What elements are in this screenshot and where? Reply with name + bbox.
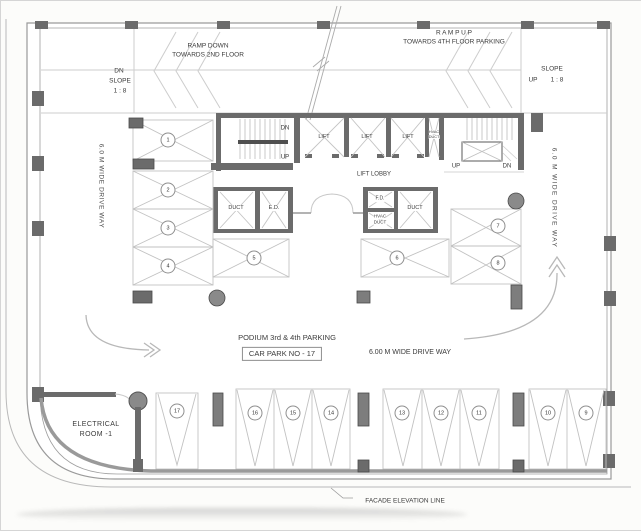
slope-left-ratio: 1 : 8 [113,87,127,95]
stall-number-7: 7 [490,218,506,234]
stair-left-up: UP [280,154,290,161]
lift-1-label: LIFT [318,133,330,140]
slope-right-ratio: 1 : 8 [550,76,564,84]
stall-number-10: 10 [540,405,556,421]
stall-number-17: 17 [169,403,185,419]
electrical-room-line1: ELECTRICAL [72,421,120,429]
lift-2-label: LIFT [361,133,373,140]
core-walls [211,113,543,233]
stall-number-15: 15 [285,405,301,421]
ramp-up-label-line1: R A M P U P [435,29,473,37]
slope-left-dn: DN [114,67,124,75]
direction-arrows [85,255,566,358]
stall-number-5: 5 [246,250,262,266]
stall-number-11: 11 [471,405,487,421]
arrow-right-head [143,342,162,358]
ramp-up-label-line2: TOWARDS 4TH FLOOR PARKING [403,38,505,46]
stall-number-2: 2 [160,182,176,198]
columns [128,117,525,473]
duct-right-label: DUCT [407,204,423,212]
stair-right-up: UP [451,163,461,170]
ramp-down-chevrons [153,31,221,109]
arrow-right-tail [85,314,150,351]
stall-number-14: 14 [323,405,339,421]
slope-right-up: UP [528,76,538,84]
lobby-doors [293,193,363,214]
stair-right-dn: DN [502,163,512,170]
driveway-bottom-label: 6.00 M WIDE DRIVE WAY [368,349,452,357]
fd-label: F.D. [375,195,385,202]
stair-left [238,119,288,159]
stall-number-4: 4 [160,258,176,274]
facade-leader-line [330,487,353,499]
electrical-room [41,391,148,472]
ramp-area [41,28,607,114]
arrow-up-tail [463,272,558,340]
stall-number-8: 8 [490,255,506,271]
electrical-room-line2: ROOM -1 [79,431,113,439]
driveway-right-label: 6.0 M WIDE DRIVE WAY [550,147,558,249]
hvac-duct-label-line1: HVAC [373,213,387,220]
arrow-up-head [548,255,566,278]
paper-shadow [17,508,467,521]
stall-number-1: 1 [160,132,176,148]
ramp-down-label-line1: RAMP DOWN [187,42,229,50]
hvac-duct-label-line2: DUCT [373,219,387,226]
stall-number-9: 9 [578,405,594,421]
slope-left-label: SLOPE [109,77,131,85]
shaft-crosses [219,117,440,229]
car-park-no-label: CAR PARK NO - 17 [241,346,323,362]
stair-left-dn: DN [280,125,290,132]
stall-number-3: 3 [160,220,176,236]
ramp-down-label-line2: TOWARDS 2ND FLOOR [172,51,244,59]
hvac-duct-top-line2: DUCT [428,134,440,140]
lift-3-label: LIFT [402,133,414,140]
ed-label: E.D. [268,204,280,212]
section-line [305,5,342,121]
ramp-up-chevrons [445,31,513,109]
slope-right-label: SLOPE [541,65,563,73]
duct-left-label: DUCT [228,204,244,212]
stall-number-6: 6 [389,250,405,266]
podium-title: PODIUM 3rd & 4th PARKING [238,332,336,342]
lift-lobby-label: LIFT LOBBY [357,171,391,178]
stall-number-16: 16 [247,405,263,421]
hvac-duct-top-line1: HVAC [428,129,440,135]
stall-number-12: 12 [433,405,449,421]
driveway-left-label: 6.0 M WIDE DRIVE WAY [97,143,105,229]
facade-elevation-label: FACADE ELEVATION LINE [365,497,445,505]
stall-number-13: 13 [394,405,410,421]
stair-right [444,118,524,173]
